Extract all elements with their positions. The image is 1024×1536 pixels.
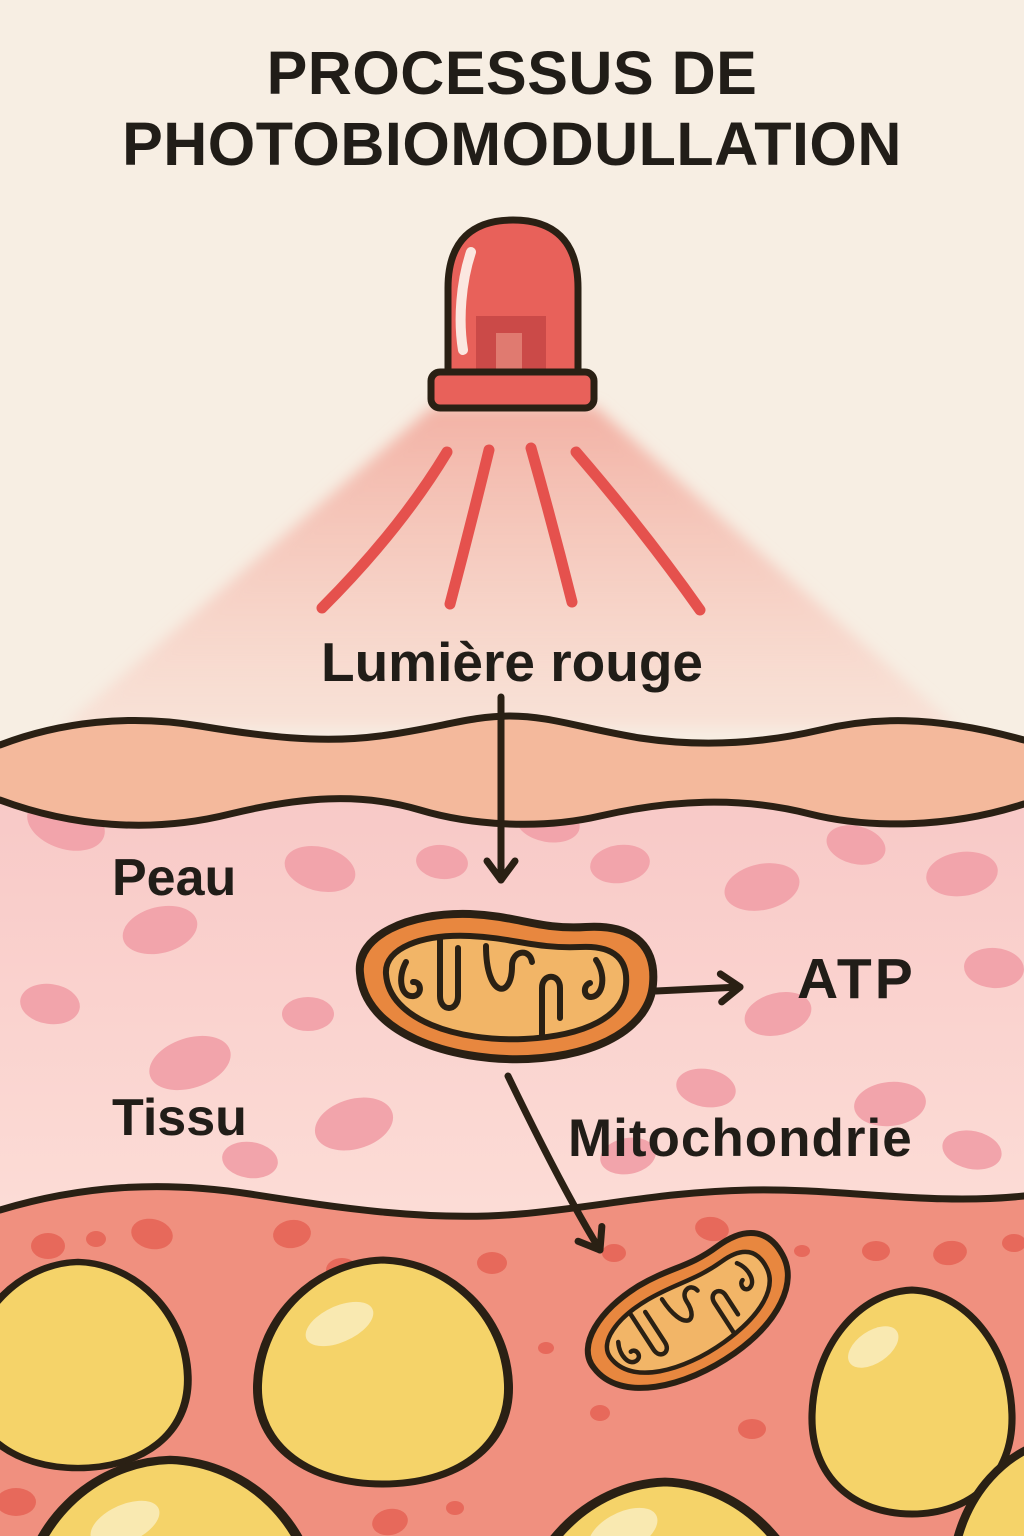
page-title: PROCESSUS DE PHOTOBIOMODULLATION xyxy=(0,38,1024,181)
mitochondrion-main-icon xyxy=(360,914,654,1059)
led-lamp-icon xyxy=(427,216,598,412)
label-red-light: Lumière rouge xyxy=(320,631,704,693)
skin-layer-outlines xyxy=(0,712,1024,1220)
hypodermis-layer xyxy=(0,1186,1024,1536)
light-beam xyxy=(62,406,958,728)
label-tissue: Tissu xyxy=(112,1089,247,1147)
arrow-to-deep-mitochondrion xyxy=(504,1072,606,1254)
page-title-line1: PROCESSUS DE xyxy=(266,39,758,107)
label-mitochondrion: Mitochondrie xyxy=(568,1109,913,1168)
skin-epidermis-layer xyxy=(0,716,1024,826)
label-atp: ATP xyxy=(797,947,916,1011)
light-rays-icon xyxy=(316,442,706,616)
label-skin: Peau xyxy=(112,849,237,907)
fat-cells xyxy=(0,1260,1024,1536)
arrow-mitochondrion-to-atp xyxy=(652,970,744,1006)
page-title-line2: PHOTOBIOMODULLATION xyxy=(122,110,902,179)
